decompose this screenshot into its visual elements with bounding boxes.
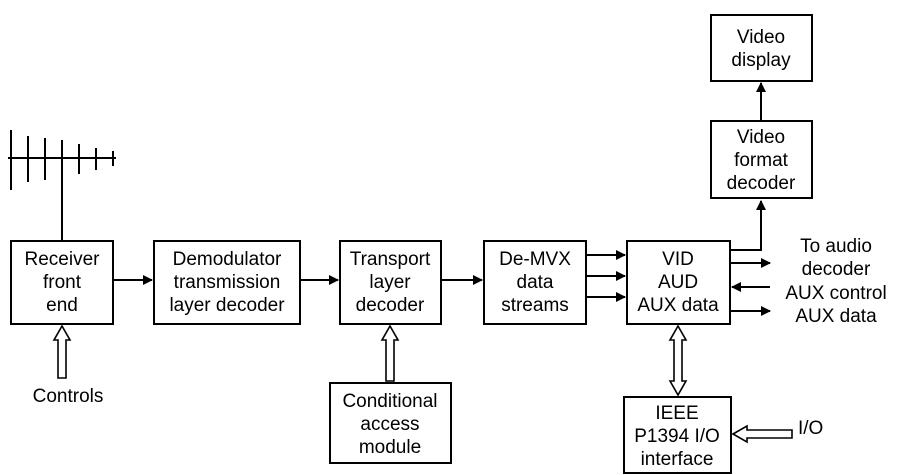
demvx-label-1: De-MVX bbox=[499, 249, 571, 270]
vdisp-label-2: display bbox=[731, 50, 791, 71]
vid-aud-aux-block: VID AUD AUX data bbox=[626, 240, 731, 325]
io-label: I/O bbox=[798, 418, 823, 439]
vid-label-2: AUD bbox=[658, 272, 698, 293]
conditional-hollow-arrow bbox=[380, 324, 400, 382]
vfmt-label-2: format bbox=[734, 150, 789, 171]
demvx-label-3: streams bbox=[501, 295, 569, 316]
demod-label-2: transmission bbox=[174, 272, 281, 293]
vdisp-label-1: Video bbox=[737, 27, 785, 48]
transport-label-2: layer bbox=[369, 272, 411, 293]
arrow-vid-video-format bbox=[730, 200, 766, 251]
ieee-label-3: interface bbox=[641, 449, 714, 470]
transport-label-3: decoder bbox=[356, 295, 425, 316]
vid-label-3: AUX data bbox=[637, 295, 719, 316]
transport-layer-block: Transport layer decoder bbox=[339, 240, 442, 325]
cond-label-1: Conditional bbox=[342, 391, 437, 412]
receiver-label-1: Receiver bbox=[25, 249, 101, 270]
video-format-decoder-block: Video format decoder bbox=[710, 120, 813, 199]
ieee-interface-block: IEEE P1394 I/O interface bbox=[623, 396, 732, 474]
io-hollow-arrow bbox=[731, 424, 793, 444]
receiver-label-3: end bbox=[46, 295, 78, 316]
controls-hollow-arrow bbox=[52, 324, 72, 379]
receiver-front-end-block: Receiver front end bbox=[10, 240, 114, 325]
video-display-block: Video display bbox=[710, 14, 813, 82]
antenna-icon bbox=[8, 130, 116, 240]
vfmt-label-1: Video bbox=[737, 127, 785, 148]
demod-label-1: Demodulator bbox=[173, 249, 282, 270]
ieee-label-1: IEEE bbox=[655, 403, 698, 424]
cond-label-2: access bbox=[360, 414, 419, 435]
vfmt-label-3: decoder bbox=[727, 173, 796, 194]
demodulator-block: Demodulator transmission layer decoder bbox=[153, 240, 301, 325]
cond-label-3: module bbox=[359, 437, 421, 458]
de-mvx-block: De-MVX data streams bbox=[483, 240, 587, 325]
receiver-label-2: front bbox=[43, 272, 82, 293]
demvx-label-2: data bbox=[517, 272, 554, 293]
to-audio-label-1: To audio bbox=[800, 236, 872, 257]
controls-label: Controls bbox=[33, 386, 104, 407]
transport-label-1: Transport bbox=[350, 249, 431, 270]
aux-control-label: AUX control bbox=[785, 283, 886, 304]
to-audio-label-2: decoder bbox=[802, 259, 871, 280]
vid-label-1: VID bbox=[662, 249, 694, 270]
ieee-label-2: P1394 I/O bbox=[634, 426, 720, 447]
demod-label-3: layer decoder bbox=[169, 295, 285, 316]
ieee-bidirectional-hollow-arrow bbox=[668, 324, 688, 397]
conditional-access-block: Conditional access module bbox=[329, 382, 452, 464]
aux-data-label: AUX data bbox=[795, 306, 877, 327]
